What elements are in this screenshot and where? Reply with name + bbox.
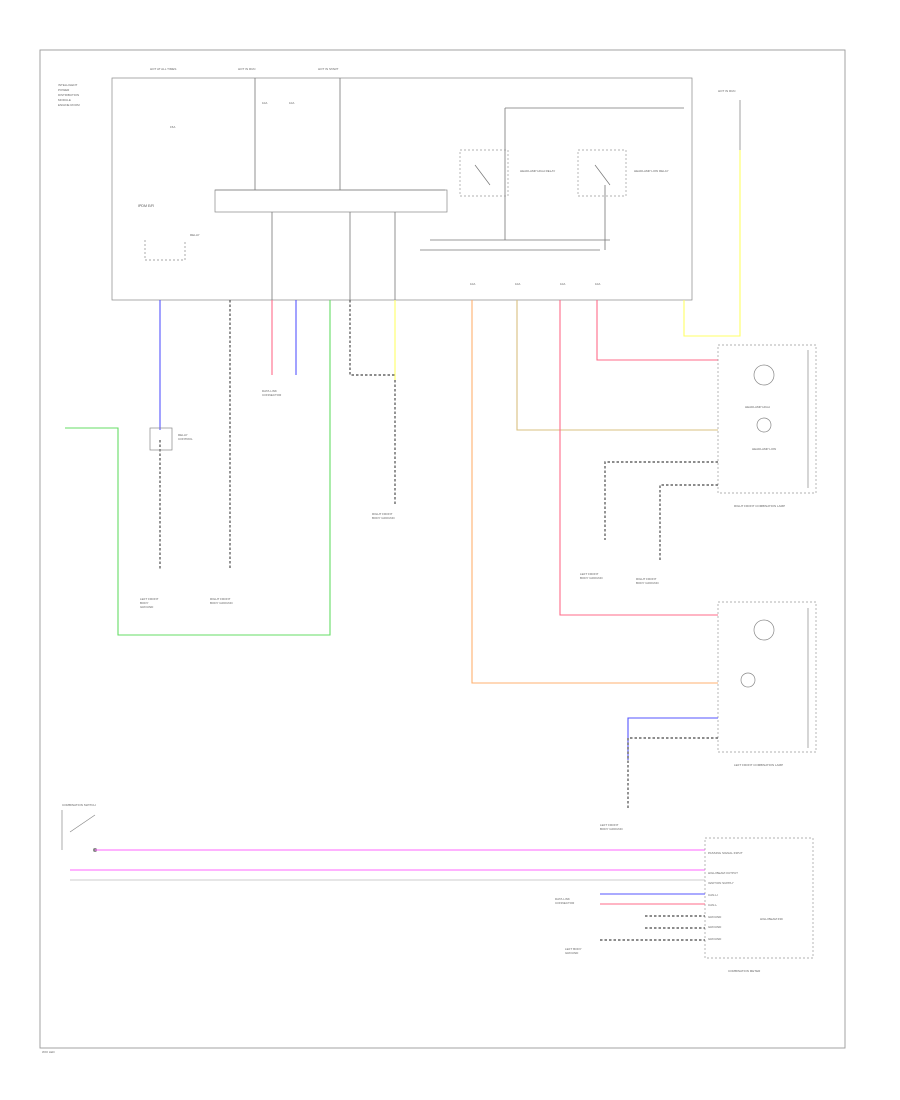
svg-text:COMBINATION SWITCH: COMBINATION SWITCH [62, 803, 96, 807]
fuse-label-b: 10A [262, 101, 267, 105]
svg-text:HEADLAMP LOW RELAY: HEADLAMP LOW RELAY [634, 169, 669, 173]
left-lo-bulb [740, 672, 756, 688]
conn-label-e: 10A [515, 282, 520, 286]
gnd-label-a: LEFT FRONT BODY GROUND [140, 597, 159, 609]
right-hi-label: HEADLAMP HIGH [745, 405, 770, 409]
wire-grey-g [627, 737, 718, 810]
gnd-label-f: LEFT FRONT BODY GROUND [600, 823, 623, 831]
relay-high: HEADLAMP HIGH RELAY [459, 149, 555, 197]
wire-red-c [596, 300, 718, 361]
connector-small-label: RELAY CONTROL [178, 433, 193, 441]
gnd-label-d: LEFT FRONT BODY GROUND [580, 572, 603, 580]
right-lo-label: HEADLAMP LOW [752, 447, 776, 451]
gnd-label-b: RIGHT FRONT BODY GROUND [210, 597, 233, 605]
wire-yellow [683, 150, 741, 337]
meter-row-2: HIGH BEAM OUTPUT [708, 871, 738, 875]
gnd-label-c: RIGHT FRONT BODY GROUND [372, 512, 395, 520]
fuse-label-c: 10A [289, 101, 294, 105]
wire-red-b [559, 300, 718, 616]
right-combo-lamp-box [717, 344, 817, 494]
meter-row-8: GROUND [708, 937, 722, 941]
meter-row-3: IGNITION SUPPLY [708, 881, 734, 885]
footer-label: W/O LED [42, 1050, 56, 1054]
wire-grey-f [659, 484, 718, 560]
meter-sub-label: HIGH BEAM IND [760, 917, 784, 921]
wire-blue-c [627, 717, 718, 760]
left-combo-lamp-box [717, 601, 817, 753]
connector-small [149, 427, 173, 451]
right-hi-bulb [753, 364, 775, 386]
page-frame [39, 49, 846, 1049]
data-link-a: DATA LINK CONNECTOR [262, 389, 282, 397]
wire-grey-c [349, 300, 395, 376]
hot-label-far: HOT IN RUN [718, 89, 735, 93]
right-lo-bulb [756, 417, 772, 433]
ipdm-module [214, 189, 448, 213]
hot-label-mid: HOT IN RUN [238, 67, 255, 71]
meter-row-4: CAN-H [708, 893, 718, 897]
wire-tan [516, 300, 718, 431]
fuse-label-d: 10A [470, 282, 475, 286]
meter-row-7: GROUND [708, 925, 722, 929]
ipdm-label: IPDM E/R [138, 204, 154, 208]
fuse-label-a: 15A [170, 125, 175, 129]
combination-switch: COMBINATION SWITCH [61, 803, 97, 852]
ipdm-box [111, 77, 693, 301]
conn-label-f: 10A [560, 282, 565, 286]
wire-orange [471, 300, 718, 684]
meter-row-5: CAN-L [708, 903, 717, 907]
left-combo-label: LEFT FRONT COMBINATION LAMP [734, 763, 783, 767]
gnd-label-e: RIGHT FRONT BODY GROUND [636, 577, 659, 585]
right-combo-label: RIGHT FRONT COMBINATION LAMP [734, 504, 785, 508]
meter-label: COMBINATION METER [728, 969, 761, 973]
hot-label-right: HOT IN START [318, 67, 339, 71]
relay-small-left: RELAY [144, 233, 200, 261]
meter-row-6: GROUND [708, 915, 722, 919]
wire-grey-e [604, 461, 718, 540]
left-hi-bulb [753, 619, 775, 641]
gnd-label-g: LEFT BODY GROUND [565, 947, 582, 955]
svg-text:RELAY: RELAY [190, 233, 200, 237]
hot-label-left: HOT AT ALL TIMES [150, 67, 176, 71]
wire-green [65, 300, 331, 636]
relay-low: HEADLAMP LOW RELAY [577, 149, 669, 197]
svg-text:HEADLAMP HIGH RELAY: HEADLAMP HIGH RELAY [520, 169, 555, 173]
data-link-b: DATA LINK CONNECTOR [555, 897, 575, 905]
meter-row-1: PASSING SIGNAL INPUT [708, 851, 743, 855]
conn-label-g: 10A [595, 282, 600, 286]
combination-meter-box [704, 837, 814, 959]
left-side-label: INTELLIGENT POWER DISTRIBUTION MODULE EN… [58, 83, 80, 107]
